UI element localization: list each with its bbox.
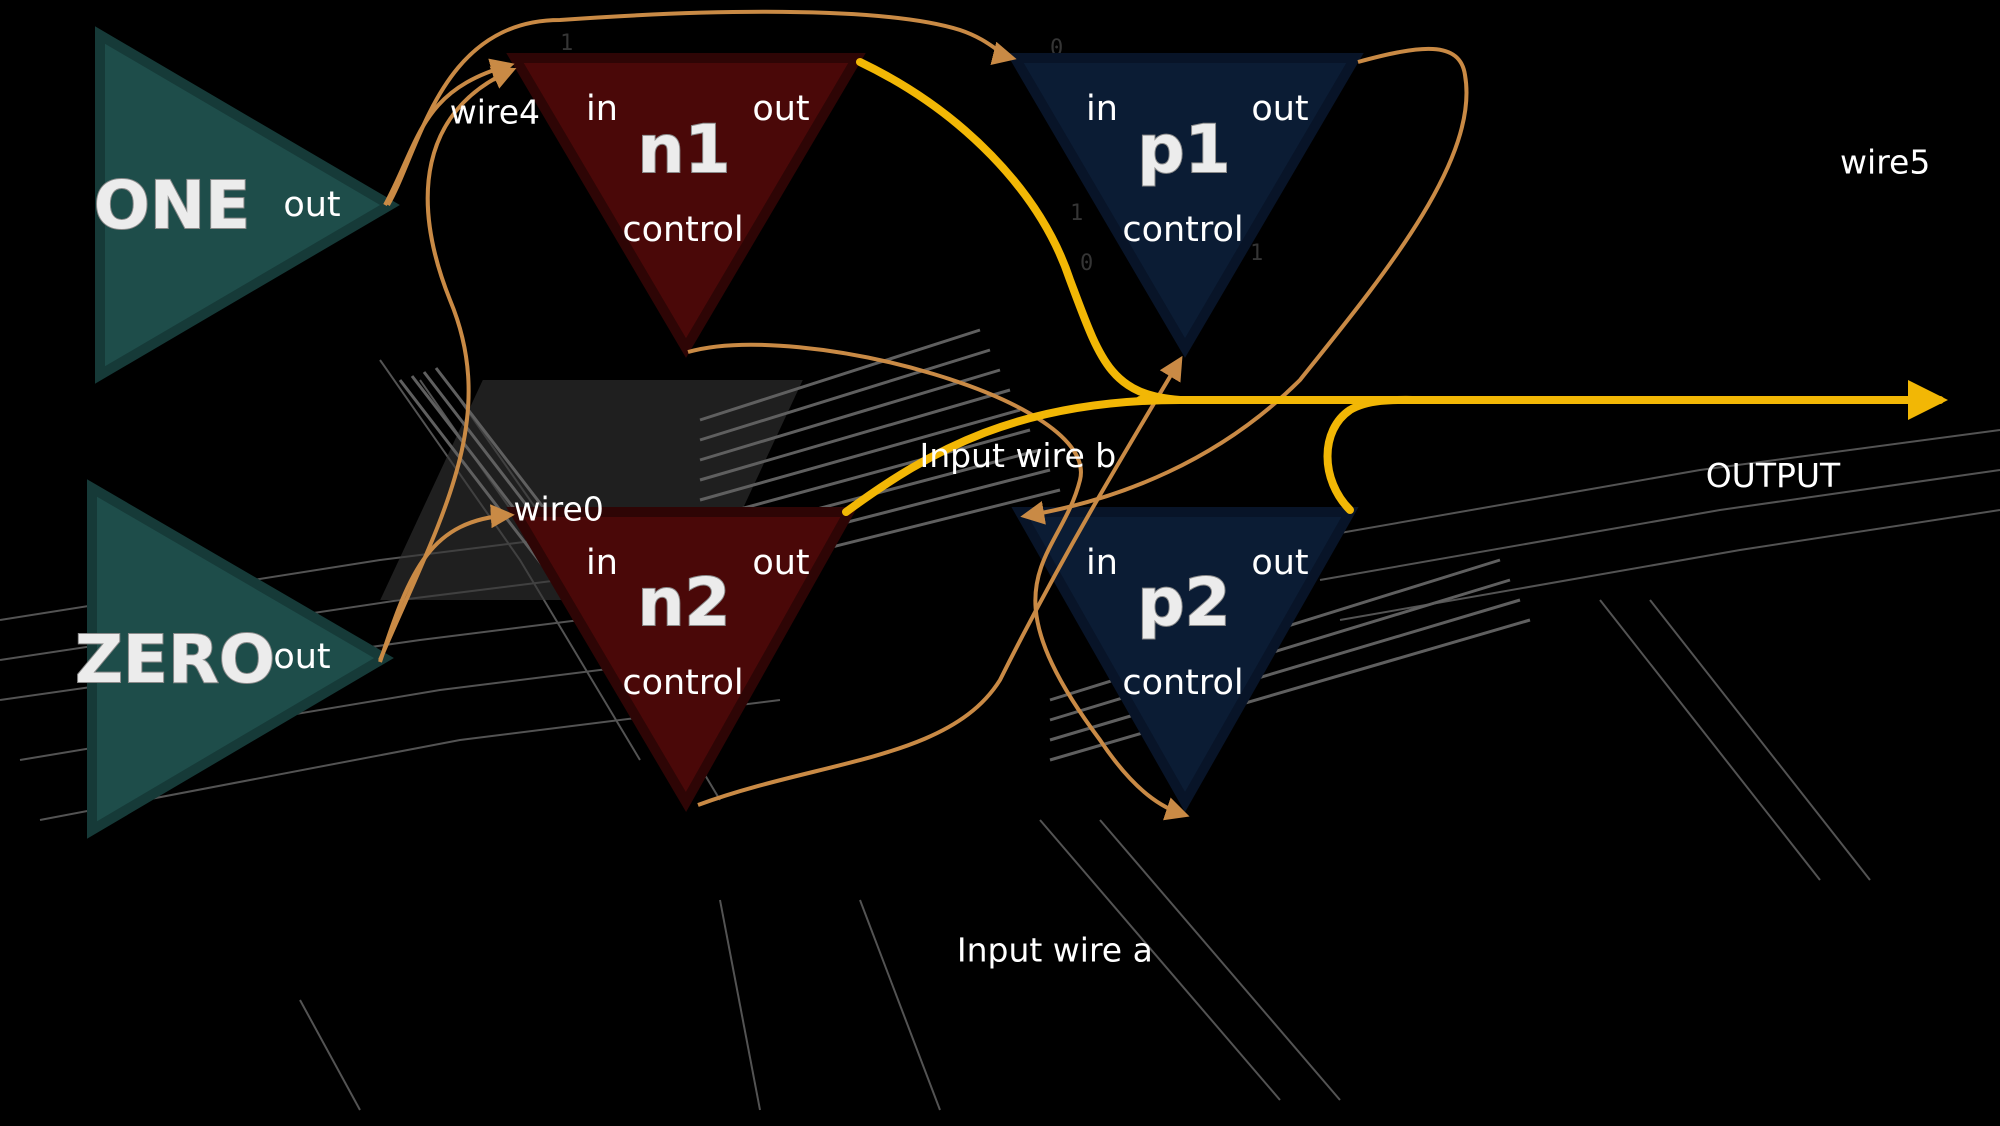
- svg-text:0: 0: [1080, 251, 1093, 276]
- transistor-n2: n2 in out control: [506, 507, 858, 813]
- transistor-p2: p2 in out control: [1011, 507, 1359, 813]
- transistor-p2-out-port: out: [1251, 543, 1308, 583]
- source-one: ONE out: [93, 26, 400, 384]
- transistor-p2-triangle: [1011, 507, 1359, 813]
- n2-out-wire: [842, 396, 1184, 516]
- wire4-to-n1-path: [383, 58, 515, 206]
- wire5-path: [1020, 47, 1469, 525]
- output-label: OUTPUT: [1706, 456, 1841, 495]
- wire5-label: wire5: [1840, 142, 1930, 181]
- transistor-n2-in-port: in: [586, 543, 618, 583]
- input-wire-b-path: [687, 342, 1190, 821]
- transistor-p1-triangle: [1006, 53, 1364, 358]
- wire4-path: [386, 9, 1017, 207]
- transistor-p1: p1 in out control: [1006, 53, 1364, 358]
- source-zero-out-port: out: [273, 637, 330, 677]
- transistor-p2-control-port: control: [1122, 663, 1243, 703]
- wire0-path: [378, 66, 517, 661]
- input-wire-a-label: Input wire a: [957, 931, 1153, 970]
- n1-out-wire: [856, 58, 1184, 404]
- svg-text:1: 1: [1070, 201, 1083, 226]
- transistor-p1-in-port: in: [1086, 89, 1118, 129]
- source-zero-label: ZERO: [75, 621, 275, 698]
- wire4-label: wire4: [450, 93, 540, 132]
- transistor-n1-label: n1: [638, 111, 731, 188]
- source-one-triangle: [95, 26, 400, 384]
- input-wire-b-label: Input wire b: [920, 436, 1117, 475]
- input-wire-a-path: [697, 355, 1183, 807]
- output-wires: [842, 58, 1948, 516]
- transistor-p1-out-port: out: [1251, 89, 1308, 129]
- transistor-p1-label: p1: [1137, 111, 1230, 188]
- transistor-n2-out-port: out: [752, 543, 809, 583]
- transistor-n2-control-port: control: [622, 663, 743, 703]
- svg-text:1: 1: [1250, 241, 1263, 266]
- transistor-p2-label: p2: [1137, 564, 1230, 641]
- transistor-n2-triangle: [506, 507, 858, 813]
- transistor-n1-in-port: in: [586, 89, 618, 129]
- transistor-n1-control-port: control: [622, 210, 743, 250]
- source-one-out-port: out: [283, 185, 340, 225]
- transistor-n1-out-port: out: [752, 89, 809, 129]
- source-zero-triangle: [87, 479, 394, 839]
- wires: [378, 9, 1469, 821]
- transistor-n1-triangle: [506, 53, 866, 358]
- wire0-to-n2-path: [378, 504, 515, 663]
- source-zero: ZERO out: [74, 479, 394, 839]
- svg-text:1: 1: [560, 31, 573, 56]
- transistor-p1-control-port: control: [1122, 210, 1243, 250]
- wire0-label: wire0: [514, 489, 604, 528]
- wire-labels: wire4 wire0 wire5 Input wire b Input wir…: [450, 93, 1931, 970]
- source-one-label: ONE: [94, 167, 250, 244]
- transistor-n1: n1 in out control: [506, 53, 866, 358]
- transistor-p2-in-port: in: [1086, 543, 1118, 583]
- transistor-n2-label: n2: [638, 564, 731, 641]
